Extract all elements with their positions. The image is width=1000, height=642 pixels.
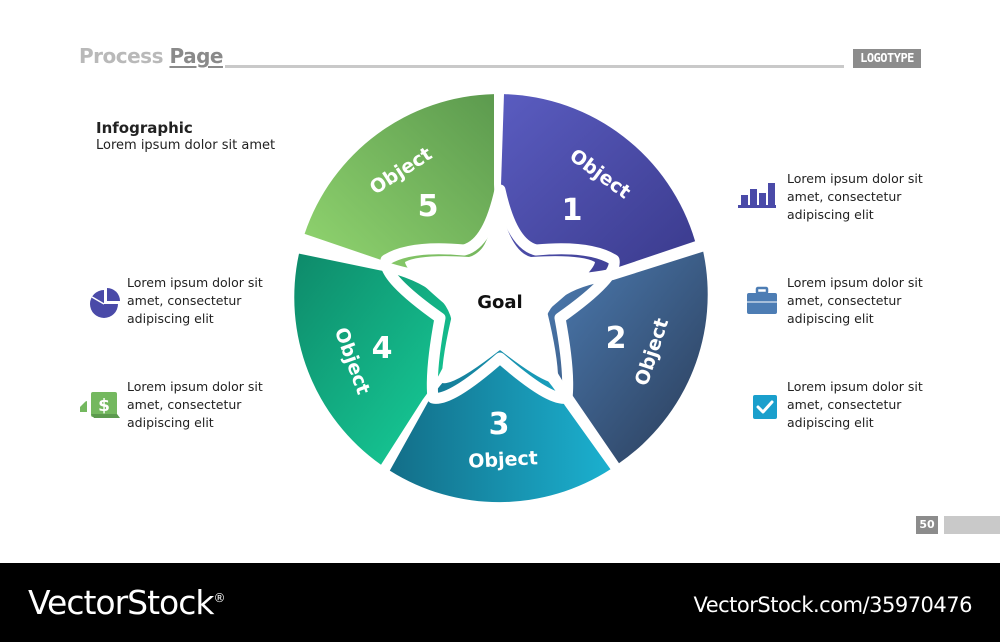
dollar-document-icon: $	[80, 392, 120, 418]
segment-4	[294, 253, 453, 465]
goal-label: Goal	[477, 292, 522, 313]
note-left-1: Lorem ipsum dolor sit amet, consectetur …	[127, 274, 277, 328]
goal-star	[405, 205, 595, 384]
checkbox-icon	[753, 395, 777, 419]
bar-chart-icon	[738, 183, 776, 208]
note-left-2: Lorem ipsum dolor sit amet, consectetur …	[127, 378, 277, 432]
header-rule	[225, 65, 844, 68]
segment-4-number: 4	[372, 331, 393, 366]
note-right-2-line-3: adipiscing elit	[787, 311, 874, 326]
note-right-2-line-1: Lorem ipsum dolor sit	[787, 275, 923, 290]
page-title-word-1: Process	[79, 44, 164, 68]
note-left-2-line-3: adipiscing elit	[127, 415, 214, 430]
segment-3-label: Object	[468, 447, 539, 473]
note-right-3-line-1: Lorem ipsum dolor sit	[787, 379, 923, 394]
segment-2-number: 2	[606, 321, 627, 356]
footer-brand-text: VectorStock	[28, 583, 214, 622]
note-left-1-line-3: adipiscing elit	[127, 311, 214, 326]
page-number: 50	[916, 516, 938, 534]
logotype: LOGOTYPE	[853, 49, 921, 68]
segment-3	[389, 350, 611, 503]
note-right-1-line-2: amet, consectetur	[787, 189, 902, 204]
footer-brand-mark: ®	[213, 591, 226, 605]
page-title: Process Page	[79, 44, 223, 68]
infographic-subtitle: Lorem ipsum dolor sit amet	[96, 138, 276, 153]
note-right-1-line-1: Lorem ipsum dolor sit	[787, 171, 923, 186]
segment-3-number: 3	[489, 407, 510, 442]
infographic-title: Infographic	[96, 119, 193, 137]
segment-5-number: 5	[418, 189, 439, 224]
note-right-3: Lorem ipsum dolor sit amet, consectetur …	[787, 378, 937, 432]
svg-text:$: $	[98, 396, 110, 416]
segment-1	[500, 94, 696, 274]
note-right-3-line-3: adipiscing elit	[787, 415, 874, 430]
note-left-1-line-1: Lorem ipsum dolor sit	[127, 275, 263, 290]
note-left-2-line-1: Lorem ipsum dolor sit	[127, 379, 263, 394]
pie-chart-icon	[90, 288, 120, 318]
page-title-word-2: Page	[169, 44, 223, 68]
note-right-3-line-2: amet, consectetur	[787, 397, 902, 412]
segment-1-number: 1	[562, 193, 583, 228]
briefcase-icon	[747, 286, 777, 314]
footer-url: VectorStock.com/35970476	[693, 593, 972, 617]
note-right-1: Lorem ipsum dolor sit amet, consectetur …	[787, 170, 937, 224]
star-spokes	[380, 184, 620, 404]
footer: VectorStock® VectorStock.com/35970476	[0, 563, 1000, 642]
segment-5	[304, 94, 495, 272]
note-right-2-line-2: amet, consectetur	[787, 293, 902, 308]
footer-brand: VectorStock®	[28, 583, 226, 622]
cycle-diagram: Object 1 Object 2 Object 3 Object 4 Obje…	[294, 94, 708, 503]
note-right-1-line-3: adipiscing elit	[787, 207, 874, 222]
note-right-2: Lorem ipsum dolor sit amet, consectetur …	[787, 274, 937, 328]
note-left-1-line-2: amet, consectetur	[127, 293, 242, 308]
page-number-bar	[944, 516, 1000, 534]
note-left-2-line-2: amet, consectetur	[127, 397, 242, 412]
